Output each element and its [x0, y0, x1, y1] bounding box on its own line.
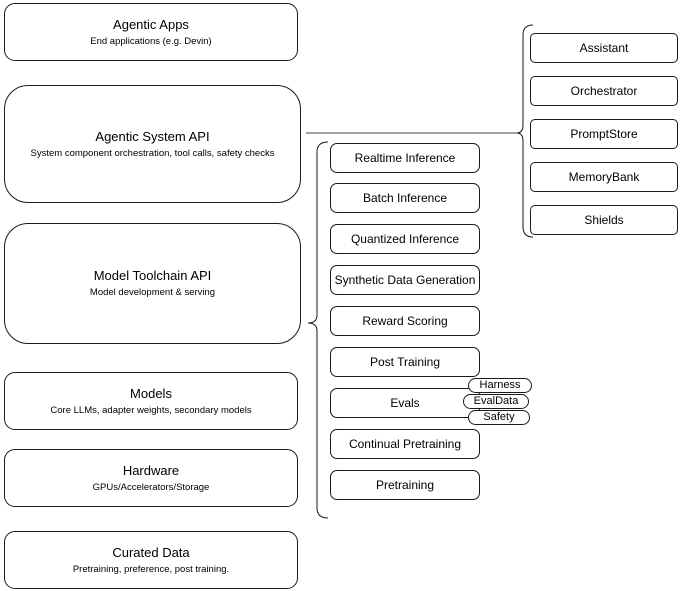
- node-reward-scoring: Reward Scoring: [330, 306, 480, 336]
- node-title: Models: [130, 385, 172, 401]
- toolchain-group-brace: [307, 141, 329, 519]
- tag-label: EvalData: [473, 395, 519, 407]
- node-shields: Shields: [530, 205, 678, 235]
- node-memorybank: MemoryBank: [530, 162, 678, 192]
- node-agentic-apps: Agentic Apps End applications (e.g. Devi…: [4, 3, 298, 61]
- node-post-training: Post Training: [330, 347, 480, 377]
- node-label: Post Training: [369, 355, 441, 369]
- node-curated-data: Curated Data Pretraining, preference, po…: [4, 531, 298, 589]
- node-title: Agentic Apps: [113, 16, 189, 32]
- tag-evaldata: EvalData: [463, 394, 529, 409]
- node-title: Hardware: [122, 462, 180, 478]
- node-label: PromptStore: [570, 127, 638, 141]
- node-promptstore: PromptStore: [530, 119, 678, 149]
- node-label: MemoryBank: [568, 170, 640, 184]
- node-orchestrator: Orchestrator: [530, 76, 678, 106]
- node-label: Reward Scoring: [362, 314, 448, 328]
- node-subtitle: GPUs/Accelerators/Storage: [92, 481, 210, 493]
- node-subtitle: Model development & serving: [89, 287, 216, 298]
- node-subtitle: Pretraining, preference, post training.: [72, 563, 230, 575]
- node-label: Evals: [390, 396, 420, 410]
- node-subtitle: End applications (e.g. Devin): [90, 35, 212, 47]
- tag-label: Safety: [483, 411, 515, 423]
- node-label: Assistant: [579, 41, 629, 55]
- node-title: Curated Data: [112, 544, 190, 560]
- tag-harness: Harness: [468, 378, 532, 393]
- node-quantized-inference: Quantized Inference: [330, 224, 480, 254]
- node-label: Continual Pretraining: [348, 437, 462, 451]
- node-label: Batch Inference: [362, 191, 448, 205]
- node-assistant: Assistant: [530, 33, 678, 63]
- node-hardware: Hardware GPUs/Accelerators/Storage: [4, 449, 298, 507]
- node-realtime-inference: Realtime Inference: [330, 143, 480, 173]
- node-label: Synthetic Data Generation: [334, 273, 476, 287]
- node-synthetic-data-generation: Synthetic Data Generation: [330, 265, 480, 295]
- tag-label: Harness: [479, 379, 521, 391]
- node-models: Models Core LLMs, adapter weights, secon…: [4, 372, 298, 430]
- node-pretraining: Pretraining: [330, 470, 480, 500]
- node-label: Shields: [584, 213, 624, 227]
- node-label: Realtime Inference: [354, 151, 456, 165]
- tag-safety: Safety: [468, 410, 530, 425]
- node-subtitle: Core LLMs, adapter weights, secondary mo…: [50, 404, 252, 416]
- node-agentic-system-api: Agentic System API System component orch…: [4, 85, 301, 203]
- node-label: Orchestrator: [570, 84, 638, 98]
- node-title: Model Toolchain API: [93, 268, 212, 283]
- node-model-toolchain-api: Model Toolchain API Model development & …: [4, 223, 301, 344]
- system-group-brace: [516, 24, 534, 238]
- node-continual-pretraining: Continual Pretraining: [330, 429, 480, 459]
- node-subtitle: System component orchestration, tool cal…: [30, 147, 275, 159]
- node-label: Pretraining: [375, 478, 435, 492]
- node-evals: Evals: [330, 388, 480, 418]
- node-title: Agentic System API: [95, 128, 210, 144]
- node-batch-inference: Batch Inference: [330, 183, 480, 213]
- node-label: Quantized Inference: [350, 232, 460, 246]
